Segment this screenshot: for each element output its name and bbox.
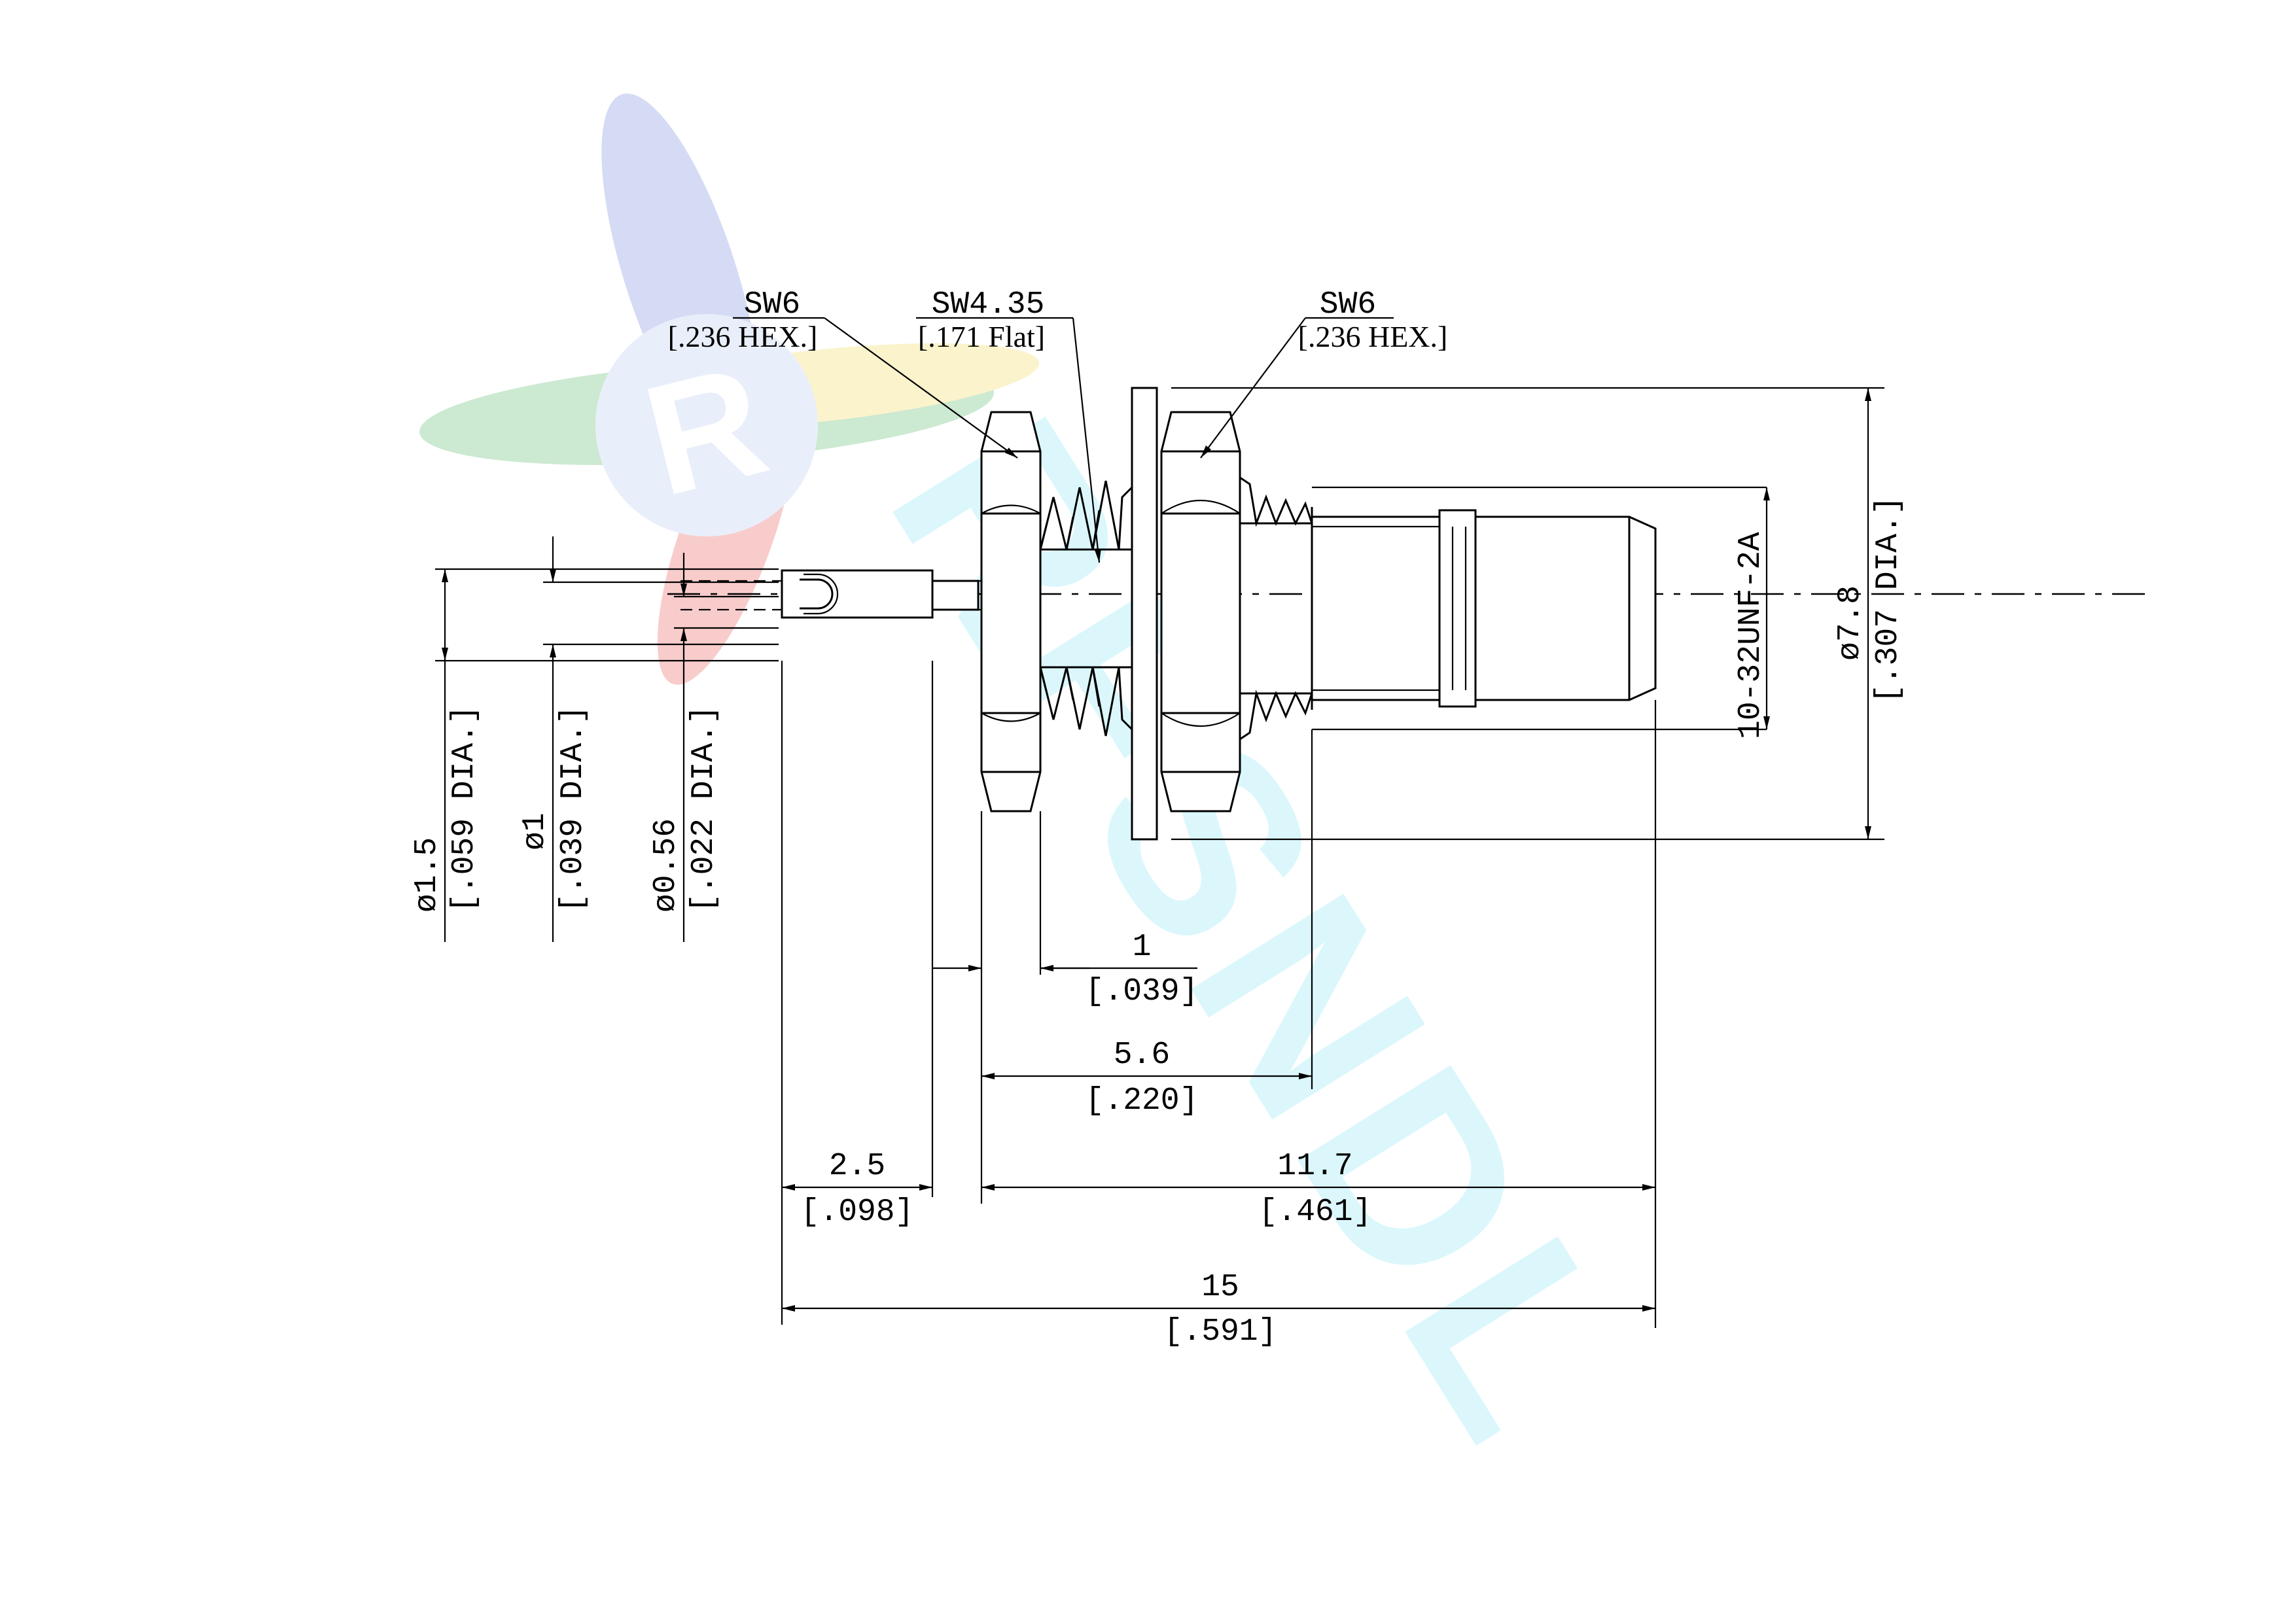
dimension-total-length: 15 [.591] [782, 1270, 1655, 1350]
watermark-logo: R [419, 93, 1040, 685]
dim-hex-thread-mm: 5.6 [1114, 1038, 1170, 1073]
dimension-flange: 1 [.039] [932, 930, 1198, 1009]
dim-thread-label: 10-32UNF-2A [1733, 532, 1769, 739]
dimension-hex-to-thread: 5.6 [.220] [981, 1038, 1312, 1119]
dim-pin-mid-inch: [.039 DIA.] [556, 705, 591, 913]
dimension-pin-mid-dia: ø1 [.039 DIA.] [518, 536, 591, 942]
callout-left-hex-inch: [.236 HEX.] [668, 320, 818, 353]
dim-hex-thread-inch: [.220] [1086, 1083, 1199, 1119]
connector-profile [781, 387, 1767, 841]
left-thread-lower [1039, 666, 1137, 737]
dim-total-length-mm: 15 [1201, 1270, 1239, 1305]
coupling-body [1311, 486, 1767, 731]
dim-outer-inch: [.307 DIA.] [1871, 496, 1906, 703]
dim-pin-body-inch: [.059 DIA.] [447, 705, 482, 913]
contact-pin-cup [800, 578, 834, 610]
extension-lines [435, 387, 1884, 1328]
insulator [931, 580, 980, 611]
dimension-outer-dia: ø7.8 [.307 DIA.] [1833, 388, 1906, 839]
dimension-body-length: 11.7 [.461] [981, 1149, 1655, 1230]
contact-pin [781, 569, 934, 619]
dimension-pin-tip-dia: ø0.56 [.022 DIA.] [648, 553, 722, 942]
callout-left-hex-size: SW6 [744, 287, 800, 323]
dimension-thread: 10-32UNF-2A [1733, 487, 1770, 739]
lock-washer [1131, 387, 1158, 841]
callout-flat: SW4.35 [.171 Flat] [916, 287, 1101, 563]
dim-outer-mm: ø7.8 [1833, 585, 1868, 661]
right-thread [1239, 476, 1313, 741]
dim-flange-inch: [.039] [1086, 974, 1199, 1009]
callout-left-hex: SW6 [.236 HEX.] [668, 287, 1018, 459]
right-hex-nut [1160, 411, 1241, 812]
dim-pin-length-inch: [.098] [801, 1195, 914, 1230]
callout-flat-size: SW4.35 [932, 287, 1045, 323]
dim-total-length-inch: [.591] [1164, 1314, 1277, 1350]
left-hex-nut [980, 411, 1042, 812]
callout-right-hex: SW6 [.236 HEX.] [1200, 287, 1448, 459]
dim-pin-tip-inch: [.022 DIA.] [686, 705, 722, 913]
dimension-pin-length: 2.5 [.098] [782, 1149, 932, 1230]
callout-right-hex-inch: [.236 HEX.] [1298, 320, 1448, 353]
dim-pin-mid-mm: ø1 [518, 812, 553, 850]
dimension-pin-body-dia: ø1.5 [.059 DIA.] [410, 569, 482, 942]
dim-body-length-mm: 11.7 [1277, 1149, 1352, 1184]
dim-pin-tip-mm: ø0.56 [648, 818, 684, 913]
dim-body-length-inch: [.461] [1259, 1195, 1372, 1230]
callout-flat-inch: [.171 Flat] [918, 320, 1045, 353]
dim-flange-mm: 1 [1133, 930, 1152, 965]
callout-right-hex-size: SW6 [1320, 287, 1376, 323]
dim-pin-length-mm: 2.5 [829, 1149, 885, 1184]
dim-pin-body-mm: ø1.5 [410, 837, 445, 913]
